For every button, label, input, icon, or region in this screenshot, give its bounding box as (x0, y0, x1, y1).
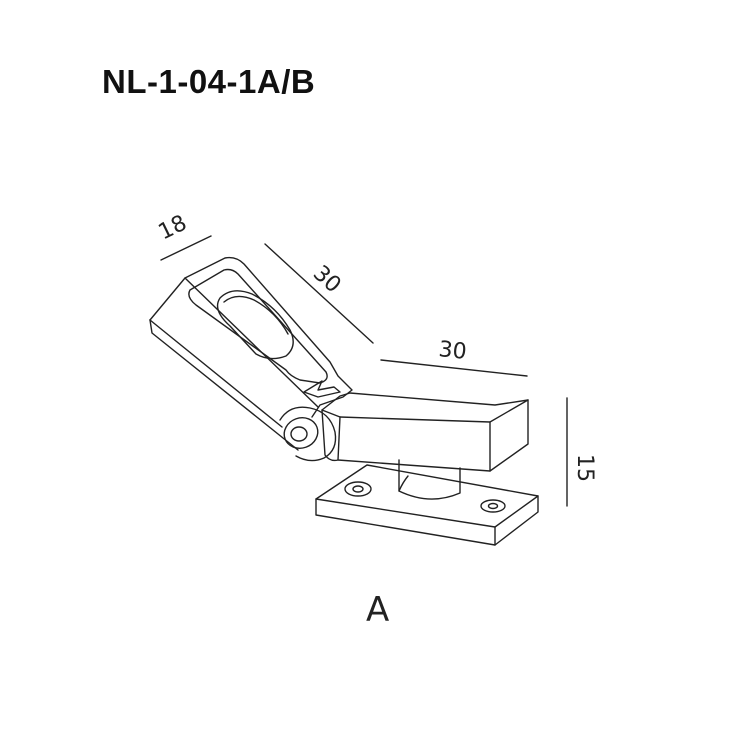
view-caption: A (366, 590, 390, 630)
hinge-knuckle (279, 406, 337, 462)
dimension-label-height: 15 (572, 454, 597, 482)
dimension-label-bar-length: 30 (437, 337, 467, 365)
part-number-title: NL-1-04-1A/B (102, 63, 316, 100)
base-plate (315, 464, 539, 546)
angled-arm (149, 256, 353, 462)
dimension-line (160, 235, 212, 261)
horizontal-bar (321, 392, 529, 472)
screw-hole-left (344, 481, 372, 497)
dimension-bar-length: 30 (380, 337, 528, 377)
screw-hole-right (480, 499, 506, 513)
dimension-line (380, 359, 528, 377)
dimension-height: 15 (566, 397, 597, 507)
dimension-arm-width: 18 (155, 211, 212, 261)
pivot-post (398, 459, 461, 500)
v-notch (303, 380, 341, 398)
dimension-label-arm-width: 18 (155, 211, 191, 246)
dimension-line (264, 243, 374, 344)
dimension-arm-length: 30 (264, 243, 374, 344)
dimension-label-arm-length: 30 (308, 261, 346, 298)
